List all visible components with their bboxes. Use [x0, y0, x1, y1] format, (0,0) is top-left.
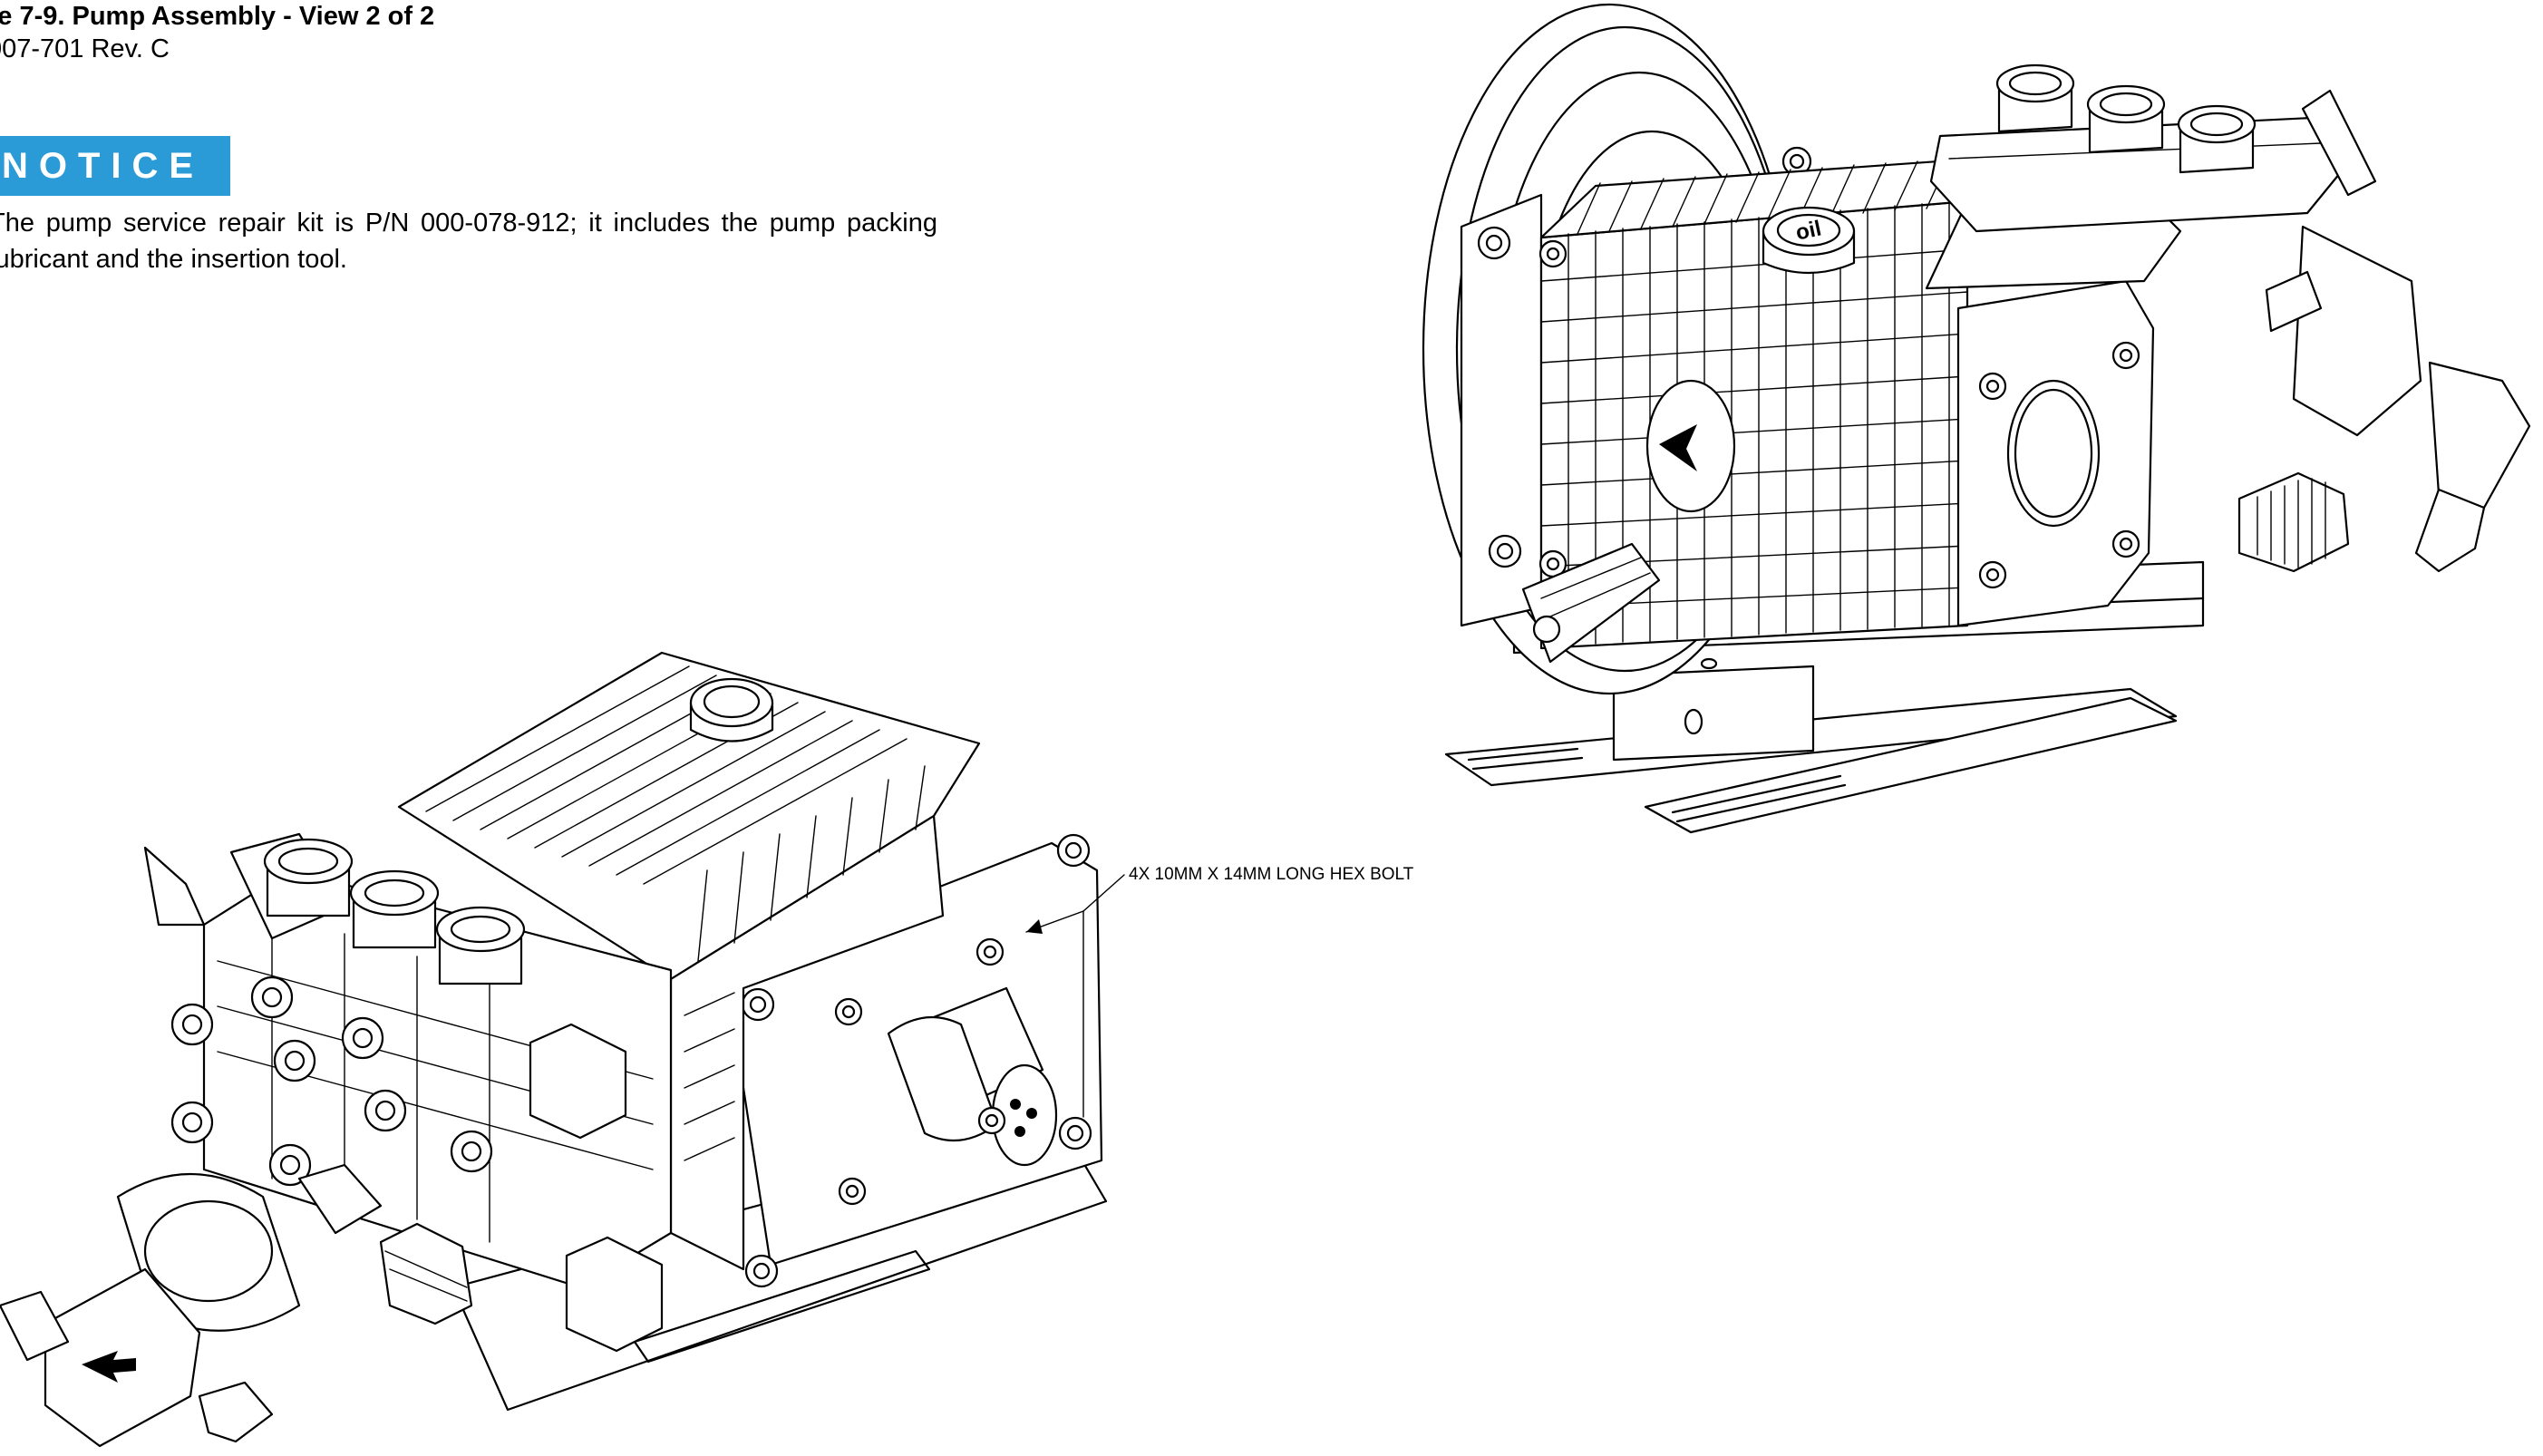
crankcase-body: [1538, 157, 1978, 650]
discharge-manifold: [1929, 63, 2350, 233]
head-plugs: [263, 838, 526, 985]
unloader-valve-assembly: [2237, 89, 2531, 573]
side-plugs: [529, 1023, 664, 1353]
flange-plate-with-shaft: [723, 833, 1103, 1288]
front-cover-plate: [1925, 184, 2182, 627]
manifold-plug-1: [1995, 63, 2075, 133]
oil-cap-label: oil: [1793, 216, 1823, 245]
head-plug-2: [349, 869, 440, 949]
head-plug-3: [435, 906, 526, 985]
head-plug-1: [263, 838, 354, 917]
manifold-plug-2: [2086, 84, 2166, 154]
document-number: 007-701 Rev. C: [0, 34, 170, 63]
pump-view-with-shaft: [0, 651, 1108, 1448]
hex-bolt-callout: 4X 10MM X 14MM LONG HEX BOLT: [1025, 865, 1414, 1118]
side-inlet-fitting: [1521, 542, 1661, 664]
callout-label: 4X 10MM X 14MM LONG HEX BOLT: [1129, 865, 1414, 884]
rear-flange-plate: [1460, 146, 1812, 627]
figure-caption: re 7-9. Pump Assembly - View 2 of 2: [0, 2, 435, 31]
notice-badge: NOTICE: [0, 136, 230, 196]
pump-view-with-pulley: oil: [1422, 3, 2531, 834]
crankcase-body-front: [397, 651, 981, 1271]
inlet-unloader-assembly: [0, 1163, 473, 1448]
oil-fill-cap: oil: [1762, 206, 1856, 275]
head-cap-screws: [170, 976, 493, 1187]
oil-fill-cap-front: [689, 677, 774, 743]
notice-text: The pump service repair kit is P/N 000-0…: [0, 209, 937, 274]
manifold-plug-3: [2177, 104, 2257, 174]
